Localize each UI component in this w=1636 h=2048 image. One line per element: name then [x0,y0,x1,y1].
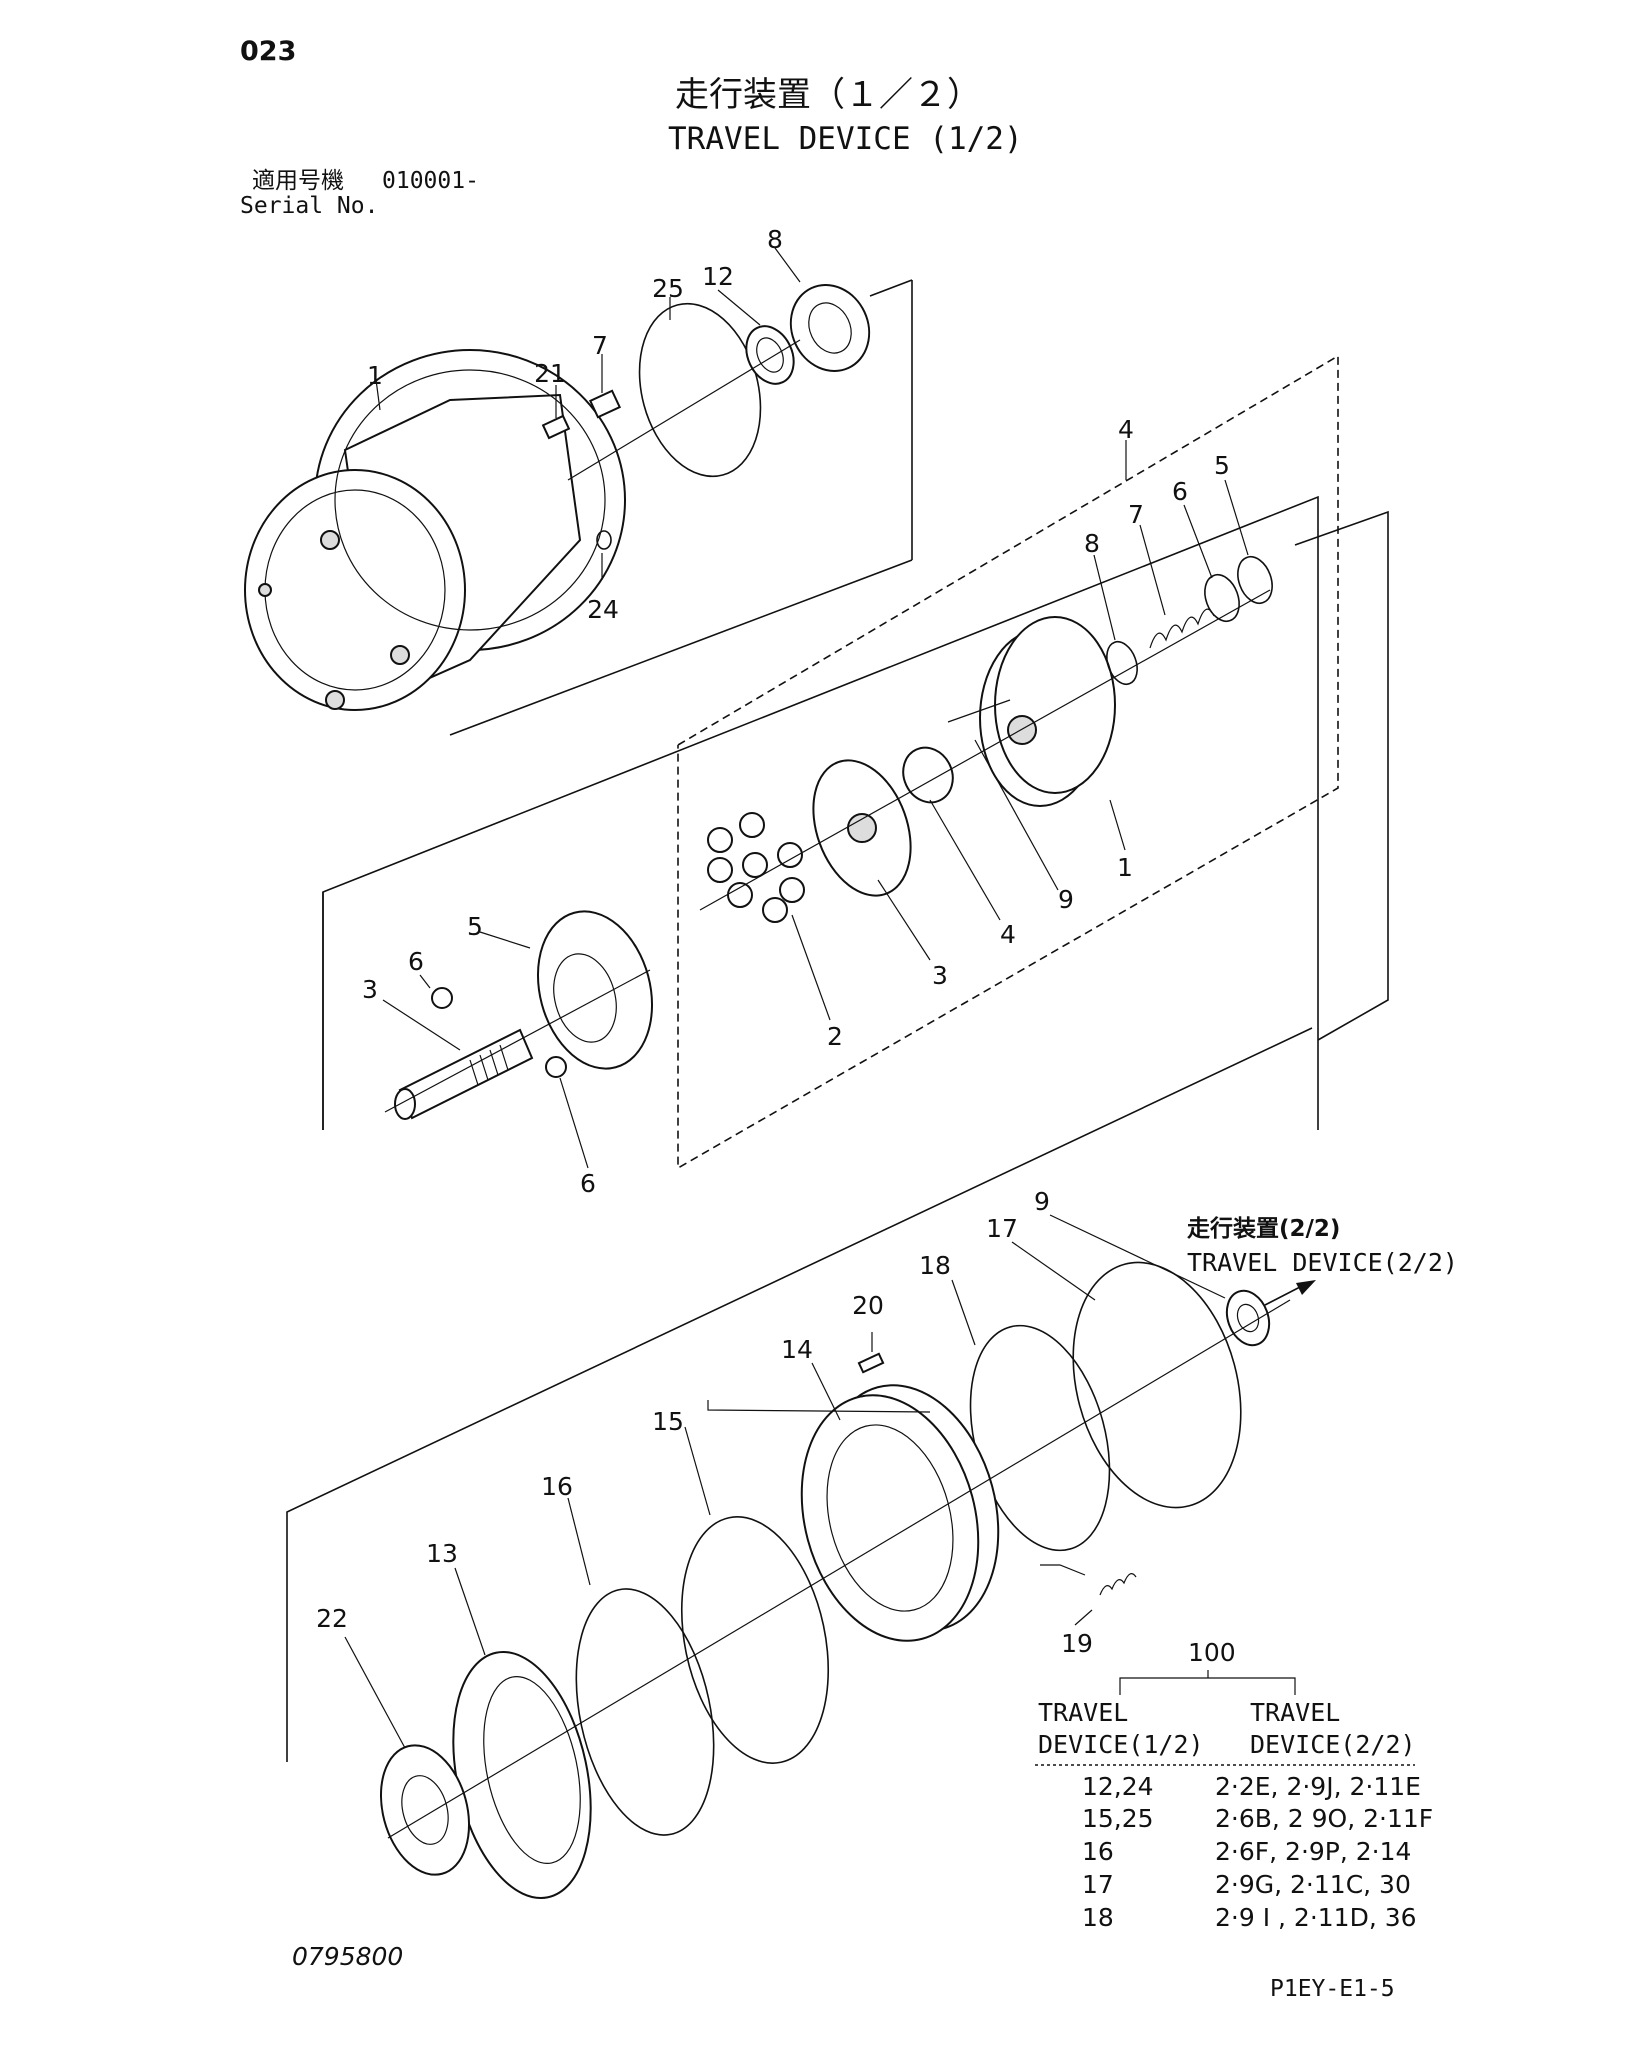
callout-12: 12 [702,262,734,291]
table-row-4-col1: 17 [1082,1870,1114,1899]
callout-3-shaft: 3 [362,975,378,1004]
callouts: 1 21 7 25 12 8 24 4 5 6 7 8 1 9 4 3 2 5 … [316,225,1230,1658]
callout-6-washer: 6 [1172,477,1188,506]
title-japanese: 走行装置（１／２） [675,75,981,115]
assembly-bracket [1119,1670,1296,1695]
callout-8-ring: 8 [1084,529,1100,558]
callout-4-spacer: 4 [1000,920,1016,949]
callout-22: 22 [316,1604,348,1633]
callout-9-pin: 9 [1058,885,1074,914]
snap-ring-part-5 [1237,555,1273,605]
ring-part-16 [575,1588,715,1836]
oring-part-15 [680,1516,830,1764]
table-row-3-col2: 2·6F, 2·9P, 2·14 [1215,1837,1412,1866]
callout-13: 13 [426,1539,458,1568]
table-row-2-col1: 15,25 [1082,1804,1154,1833]
callout-16: 16 [541,1472,573,1501]
next-ref-english: TRAVEL DEVICE(2/2) [1187,1248,1458,1277]
callout-4-assembly: 4 [1118,415,1134,444]
serial-label-english: Serial No. [240,193,379,219]
callout-9-bearing: 9 [1034,1187,1050,1216]
callout-19: 19 [1061,1629,1093,1658]
callout-20: 20 [852,1291,884,1320]
callout-24: 24 [587,595,619,624]
callout-6-ball-bottom: 6 [580,1169,596,1198]
callout-25: 25 [652,274,684,303]
plate-part-3 [812,759,912,897]
spring-part-19 [1099,1573,1137,1596]
table-row-5-col1: 18 [1082,1903,1114,1932]
pin-part-20 [857,1352,885,1374]
table-row-4-col2: 2·9G, 2·11C, 30 [1215,1870,1411,1899]
callout-6-ball-top: 6 [408,947,424,976]
callout-5-snap-ring: 5 [1214,451,1230,480]
piston-part-14 [800,1384,1000,1642]
table-col2-header-line1: TRAVEL [1250,1698,1341,1727]
serial-label-japanese: 適用号機 [252,168,344,194]
serial-value: 010001- [382,168,479,194]
bearing-part-9-lower [1225,1289,1271,1347]
callout-17: 17 [986,1214,1018,1243]
plug-part-7 [588,389,622,419]
table-row-3-col1: 16 [1082,1837,1114,1866]
plug-part-21 [541,414,571,440]
bearing-part-12 [745,325,795,385]
callout-18: 18 [919,1251,951,1280]
page-code: P1EY-E1-5 [1270,1976,1395,2002]
ball-part-6 [431,987,567,1078]
drawing-number: 0795800 [292,1942,404,1971]
dashed-assembly-frame [677,354,1339,1170]
housing-frame [449,279,913,736]
shaft-part-3 [394,1028,534,1120]
callout-15: 15 [652,1407,684,1436]
table-col1-header-line2: DEVICE(1/2) [1038,1730,1204,1759]
flange-part-5 [536,910,654,1070]
inner-solid-frame [322,510,1389,1130]
callout-7-spring: 7 [1128,500,1144,529]
callout-1-carrier: 1 [1117,853,1133,882]
spring-part-7 [1149,608,1215,649]
next-ref-japanese: 走行装置(2/2) [1187,1216,1341,1242]
spacer-part-4 [902,746,954,804]
callout-3-plate: 3 [932,961,948,990]
title-english: TRAVEL DEVICE (1/2) [668,121,1023,157]
bearing-part-8-top [789,284,871,372]
page-number: 023 [240,36,297,67]
callout-14: 14 [781,1335,813,1364]
ring-part-8 [1106,640,1138,686]
carrier-part-1 [979,616,1116,807]
housing-part [244,349,626,711]
table-row-1-col2: 2·2E, 2·9J, 2·11E [1215,1772,1421,1801]
callout-7-top: 7 [592,331,608,360]
table-col2-header-line2: DEVICE(2/2) [1250,1730,1416,1759]
oring-part-25 [638,302,762,478]
callout-1-housing: 1 [367,361,383,390]
washer-part-6 [1204,573,1240,623]
lower-frame [286,1027,1313,1762]
callout-2-pistons: 2 [827,1022,843,1051]
oring-part-17 [1072,1261,1242,1509]
callout-5-flange: 5 [467,912,483,941]
plate-part-22 [379,1744,471,1876]
friction-plate-part-13 [452,1650,592,1900]
table-col1-header-line1: TRAVEL [1038,1698,1129,1727]
table-row-2-col2: 2·6B, 2 9O, 2·11F [1215,1804,1434,1833]
oring-part-24 [596,530,612,550]
table-row-5-col2: 2·9 I , 2·11D, 36 [1215,1903,1417,1932]
table-header-divider [1035,1764,1415,1766]
callout-21: 21 [534,359,566,388]
callout-8-top: 8 [767,225,783,254]
next-page-arrow-icon [1264,1280,1316,1306]
leader-lines [344,247,1249,1749]
pistons-part-2 [707,812,805,923]
pin-part-9 [947,699,1011,723]
table-row-1-col1: 12,24 [1082,1772,1154,1801]
assembly-number: 100 [1188,1638,1236,1667]
